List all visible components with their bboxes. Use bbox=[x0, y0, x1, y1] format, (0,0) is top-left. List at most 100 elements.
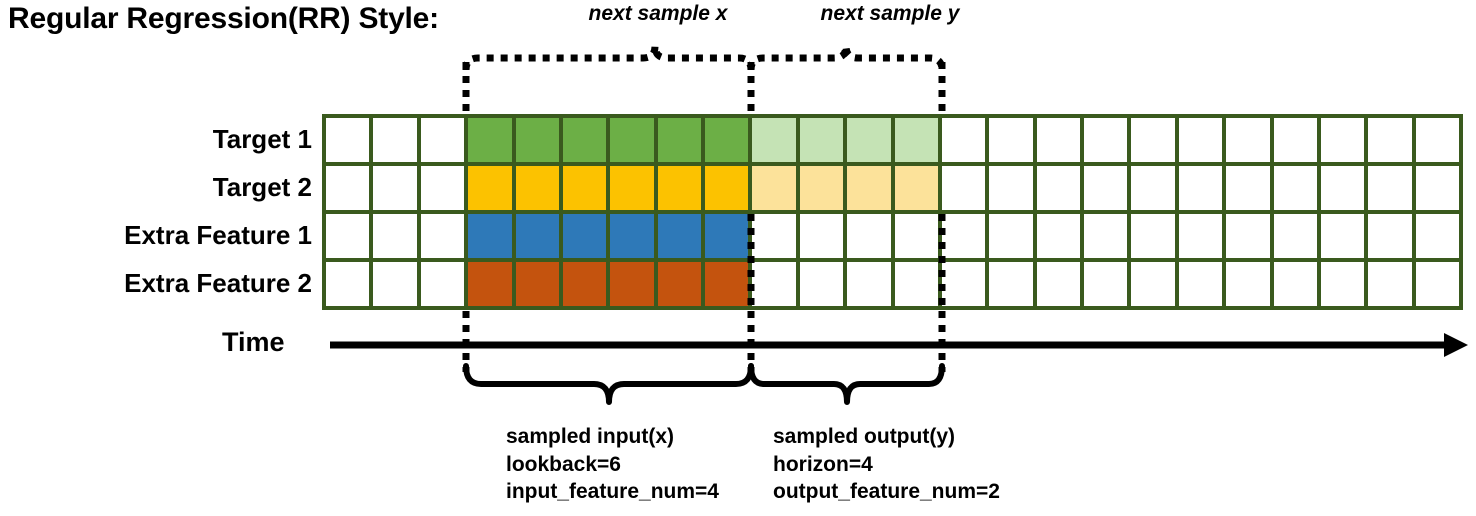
grid-cell-r3-c9-input bbox=[705, 214, 749, 258]
grid-cell-r1-c10-output bbox=[752, 118, 796, 162]
annotation-next-sample-x: next sample x bbox=[588, 2, 728, 25]
grid-cell-r3-c23-blank bbox=[1368, 214, 1412, 258]
grid-cell-r1-c22-blank bbox=[1320, 118, 1365, 162]
grid-cell-r4-c6-input bbox=[562, 262, 607, 306]
grid-cell-r1-c23-blank bbox=[1368, 118, 1412, 162]
grid-cell-r2-c22-blank bbox=[1320, 166, 1365, 210]
grid-cell-r1-c3-blank bbox=[420, 118, 465, 162]
page-title: Regular Regression(RR) Style: bbox=[8, 2, 439, 35]
grid-cell-r4-c5-input bbox=[515, 262, 559, 306]
grid-cell-r1-c13-output bbox=[894, 118, 938, 162]
row-label-target-2: Target 2 bbox=[212, 172, 312, 202]
grid-cell-r1-c9-input bbox=[705, 118, 749, 162]
grid-cell-r4-c23-blank bbox=[1368, 262, 1412, 306]
row-label-target-1: Target 1 bbox=[212, 124, 312, 154]
grid-cell-r1-c15-blank bbox=[989, 118, 1033, 162]
grid-cell-r3-c10-blank bbox=[752, 214, 796, 258]
grid-cell-r4-c3-blank bbox=[420, 262, 465, 306]
grid-cell-r1-c12-output bbox=[847, 118, 891, 162]
brace-next-sample-y bbox=[747, 45, 946, 71]
grid-cell-r3-c16-blank bbox=[1036, 214, 1080, 258]
grid-cell-r1-c4-input bbox=[468, 118, 512, 162]
grid-cell-r2-c15-blank bbox=[989, 166, 1033, 210]
grid-cell-r4-c7-input bbox=[610, 262, 654, 306]
grid-cell-r3-c13-blank bbox=[894, 214, 938, 258]
grid-cell-r4-c16-blank bbox=[1036, 262, 1080, 306]
grid-cell-r1-c6-input bbox=[562, 118, 607, 162]
grid-cell-r2-c24-blank bbox=[1415, 166, 1459, 210]
grid-cell-r4-c22-blank bbox=[1320, 262, 1365, 306]
grid-cell-r2-c3-blank bbox=[420, 166, 465, 210]
sampled-input-feature-num: input_feature_num=4 bbox=[506, 480, 719, 504]
grid-cell-r4-c4-input bbox=[468, 262, 512, 306]
grid-cell-r4-c15-blank bbox=[989, 262, 1033, 306]
grid-cell-r3-c8-input bbox=[657, 214, 701, 258]
grid-cell-r3-c24-blank bbox=[1415, 214, 1459, 258]
grid-cell-r4-c11-blank bbox=[799, 262, 844, 306]
grid-cell-r2-c5-input bbox=[515, 166, 559, 210]
grid-cell-r1-c16-blank bbox=[1036, 118, 1080, 162]
grid-cell-r2-c17-blank bbox=[1084, 166, 1128, 210]
grid-cell-r1-c1-blank bbox=[326, 118, 370, 162]
grid-cell-r1-c19-blank bbox=[1178, 118, 1223, 162]
time-axis-arrowhead bbox=[1444, 333, 1468, 357]
grid-cell-r4-c19-blank bbox=[1178, 262, 1223, 306]
grid-cell-r2-c4-input bbox=[468, 166, 512, 210]
grid-cell-r2-c2-blank bbox=[373, 166, 417, 210]
grid-cell-r2-c1-blank bbox=[326, 166, 370, 210]
row-label-extra-feature-1: Extra Feature 1 bbox=[124, 220, 312, 250]
grid-cell-r3-c11-blank bbox=[799, 214, 844, 258]
grid-cell-r2-c16-blank bbox=[1036, 166, 1080, 210]
grid-cell-r3-c21-blank bbox=[1273, 214, 1317, 258]
grid-cell-r3-c1-blank bbox=[326, 214, 370, 258]
grid-cell-r4-c14-blank bbox=[941, 262, 986, 306]
grid-cell-r4-c24-blank bbox=[1415, 262, 1459, 306]
grid-cell-r3-c18-blank bbox=[1131, 214, 1175, 258]
grid-cell-r2-c21-blank bbox=[1273, 166, 1317, 210]
grid-cell-r3-c4-input bbox=[468, 214, 512, 258]
grid-cell-r2-c9-input bbox=[705, 166, 749, 210]
annotation-next-sample-y: next sample y bbox=[820, 2, 960, 25]
brace-next-sample-x bbox=[462, 45, 755, 71]
grid-cell-r2-c10-output bbox=[752, 166, 796, 210]
grid-cell-r1-c21-blank bbox=[1273, 118, 1317, 162]
brace-sampled-output bbox=[748, 363, 945, 405]
grid-cell-r3-c22-blank bbox=[1320, 214, 1365, 258]
grid-cell-r4-c17-blank bbox=[1084, 262, 1128, 306]
grid-cell-r1-c18-blank bbox=[1131, 118, 1175, 162]
grid-cell-r4-c1-blank bbox=[326, 262, 370, 306]
grid-cell-r1-c7-input bbox=[610, 118, 654, 162]
grid-cell-r2-c11-output bbox=[799, 166, 844, 210]
grid-cell-r4-c2-blank bbox=[373, 262, 417, 306]
grid-cell-r4-c21-blank bbox=[1273, 262, 1317, 306]
grid-cell-r2-c13-output bbox=[894, 166, 938, 210]
grid-cell-r3-c3-blank bbox=[420, 214, 465, 258]
grid-cell-r2-c18-blank bbox=[1131, 166, 1175, 210]
timeseries-grid bbox=[322, 114, 1463, 310]
grid-cell-r3-c15-blank bbox=[989, 214, 1033, 258]
grid-cell-r3-c17-blank bbox=[1084, 214, 1128, 258]
grid-cell-r3-c2-blank bbox=[373, 214, 417, 258]
grid-cell-r2-c19-blank bbox=[1178, 166, 1223, 210]
brace-sampled-input bbox=[463, 363, 754, 405]
sampled-input-lookback: lookback=6 bbox=[506, 452, 621, 476]
time-axis-label: Time bbox=[222, 327, 285, 357]
row-label-extra-feature-2: Extra Feature 2 bbox=[124, 268, 312, 298]
grid-cell-r3-c20-blank bbox=[1226, 214, 1270, 258]
grid-cell-r4-c13-blank bbox=[894, 262, 938, 306]
grid-cell-r3-c12-blank bbox=[847, 214, 891, 258]
grid-cell-r1-c11-output bbox=[799, 118, 844, 162]
sampled-output-feature-num: output_feature_num=2 bbox=[773, 480, 1000, 504]
grid-cell-r2-c7-input bbox=[610, 166, 654, 210]
grid-cell-r3-c14-blank bbox=[941, 214, 986, 258]
grid-cell-r4-c20-blank bbox=[1226, 262, 1270, 306]
grid-cell-r1-c20-blank bbox=[1226, 118, 1270, 162]
annotation-sampled-input: sampled input(x) lookback=6 input_featur… bbox=[506, 423, 719, 506]
grid-cell-r2-c12-output bbox=[847, 166, 891, 210]
grid-cell-r1-c24-blank bbox=[1415, 118, 1459, 162]
grid-cell-r4-c9-input bbox=[705, 262, 749, 306]
grid-cell-r3-c5-input bbox=[515, 214, 559, 258]
grid-cell-r4-c18-blank bbox=[1131, 262, 1175, 306]
grid-cell-r1-c8-input bbox=[657, 118, 701, 162]
grid-cell-r2-c20-blank bbox=[1226, 166, 1270, 210]
